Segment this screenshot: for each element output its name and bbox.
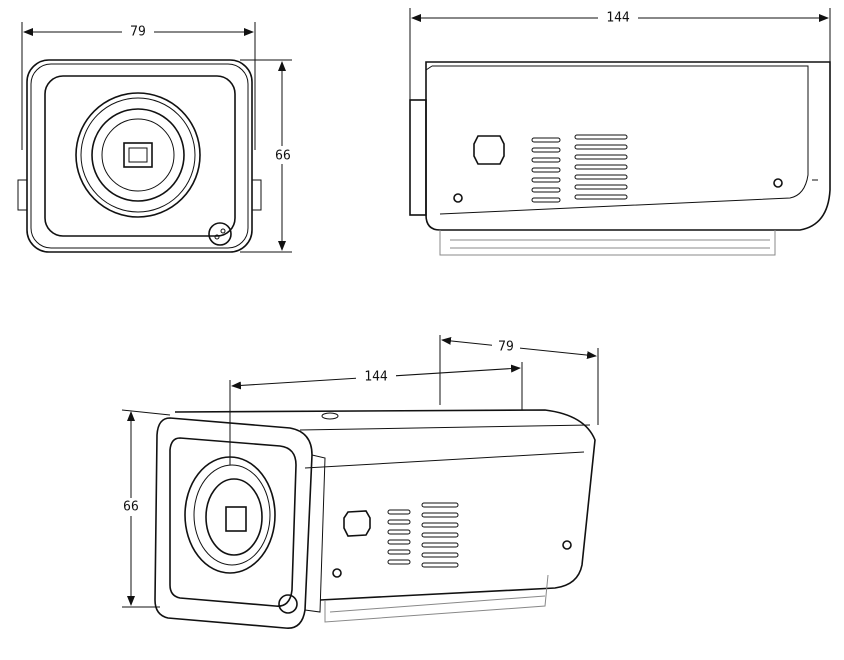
extension-line <box>121 409 171 416</box>
lens-barrel <box>409 99 427 216</box>
edge-line <box>425 65 433 71</box>
label-bg <box>598 10 638 26</box>
label-bg <box>120 498 142 516</box>
mount-plate <box>324 574 549 623</box>
top-edge <box>299 424 591 431</box>
camera-body-outline <box>174 409 596 601</box>
label-bg <box>492 339 520 355</box>
label-bg <box>272 146 294 164</box>
indicator-dot <box>220 228 226 234</box>
sensor <box>123 142 153 168</box>
front-window <box>169 437 297 607</box>
lens-ring <box>184 456 276 574</box>
lens-ring <box>91 108 185 202</box>
label-bg <box>356 369 396 385</box>
connector-port <box>473 135 505 165</box>
sensor-inner <box>128 147 148 163</box>
housing-side <box>304 454 326 613</box>
vent-slots <box>387 502 459 568</box>
vent-slots <box>531 134 628 203</box>
lens-ring <box>205 478 263 556</box>
lens-ring <box>101 118 175 192</box>
camera-body <box>425 61 831 231</box>
top-mount-hole <box>321 412 339 420</box>
mount-plate <box>439 230 776 256</box>
side-view: 144 <box>409 8 831 256</box>
screw-icon <box>562 540 572 550</box>
label-bg <box>122 24 154 40</box>
length-dimension-label: 144 <box>364 370 388 385</box>
screw-icon <box>332 568 342 578</box>
indicator-dot <box>214 234 220 240</box>
housing-outline <box>26 59 253 253</box>
connector-port <box>343 510 371 537</box>
length-dimension-label: 144 <box>606 11 630 26</box>
lens-ring <box>80 97 196 213</box>
side-cover-edge <box>304 451 585 469</box>
lens-ring <box>193 464 271 566</box>
side-bracket <box>251 179 262 211</box>
screw-icon <box>453 193 463 203</box>
lens-ring <box>75 92 201 218</box>
front-housing <box>154 417 313 629</box>
front-view: 79 66 <box>17 22 294 253</box>
width-dimension-label: 79 <box>130 25 146 40</box>
side-bracket <box>17 179 28 211</box>
height-dimension-label: 66 <box>275 149 291 164</box>
front-window <box>44 75 236 237</box>
housing-inner-edge <box>30 63 249 249</box>
indicator-led <box>208 222 232 246</box>
side-cover <box>432 65 809 215</box>
perspective-view: 144 79 66 <box>120 335 599 629</box>
indicator-led <box>278 594 298 614</box>
sensor <box>225 506 247 532</box>
width-dimension-label: 79 <box>498 340 514 355</box>
height-dimension-label: 66 <box>123 500 139 515</box>
screw-icon <box>773 178 783 188</box>
